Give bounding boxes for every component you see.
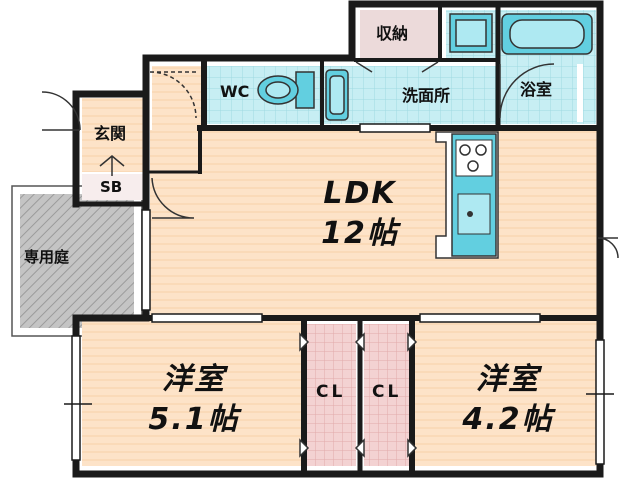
private-garden-area: [11, 185, 143, 337]
floors: [82, 10, 602, 466]
private-garden-label: 専用庭: [24, 248, 70, 266]
ldk-name: LDK: [323, 176, 397, 211]
windows: [64, 123, 614, 465]
bathroom-fixtures: [257, 13, 593, 122]
washroom-label: 洗面所: [402, 86, 451, 105]
bathroom-label: 浴室: [520, 80, 553, 99]
western-room-2-label: 洋室 4.2帖: [448, 360, 568, 440]
entrance-label: 玄関: [94, 124, 127, 143]
storage-label: 収納: [376, 24, 409, 43]
ldk-label: LDK 12帖: [300, 174, 420, 254]
closet-sliding-doors: [299, 332, 418, 458]
shoe-box-label: SB: [100, 178, 123, 196]
western-room-1-name: 洋室: [162, 362, 226, 397]
western-room-2-size: 4.2帖: [462, 402, 554, 437]
western-room-2-name: 洋室: [476, 362, 540, 397]
western-room-1-label: 洋室 5.1帖: [134, 360, 254, 440]
wc-label: WC: [220, 82, 250, 101]
western-room-1-size: 5.1帖: [148, 402, 240, 437]
ldk-size: 12帖: [321, 216, 399, 251]
closet-2-label: CL: [372, 382, 402, 402]
closet-1-label: CL: [316, 382, 346, 402]
doors: [41, 61, 619, 259]
kitchen-counter: [435, 131, 499, 259]
